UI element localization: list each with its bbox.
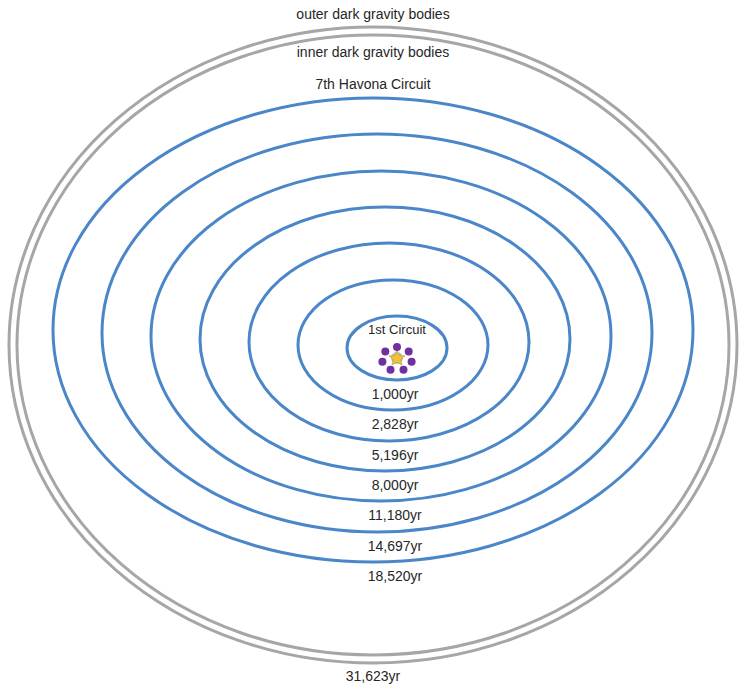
havona-circuit-ring: [298, 280, 488, 410]
period-label: 2,828yr: [372, 416, 419, 432]
havona-circuit-ring: [249, 243, 529, 441]
central-dot: [393, 343, 401, 351]
central-dot: [381, 348, 389, 356]
ring-label: outer dark gravity bodies: [296, 6, 449, 22]
period-label: 14,697yr: [368, 538, 422, 554]
period-label: 5,196yr: [372, 447, 419, 463]
central-isle: [378, 343, 415, 374]
ring-label: inner dark gravity bodies: [297, 44, 450, 60]
period-label: 31,623yr: [346, 668, 400, 684]
havona-circuit-ring: [102, 134, 652, 532]
central-dot: [400, 366, 408, 374]
havona-circuit-ring: [151, 171, 611, 501]
inner-dark-gravity-ring: [17, 35, 729, 655]
central-dot: [387, 366, 395, 374]
period-label: 18,520yr: [368, 568, 422, 584]
circuit-label: 1st Circuit: [368, 322, 426, 338]
period-label: 1,000yr: [372, 386, 419, 402]
havona-circuit-ring: [347, 316, 447, 380]
central-dot: [408, 358, 416, 366]
havona-circuit-ring: [53, 98, 693, 562]
central-dot: [378, 358, 386, 366]
period-label: 8,000yr: [372, 477, 419, 493]
circuit-label: 7th Havona Circuit: [315, 76, 430, 92]
period-label: 11,180yr: [368, 507, 421, 523]
havona-circuit-ring: [200, 207, 570, 471]
central-dot: [405, 348, 413, 356]
outer-dark-gravity-ring: [9, 27, 737, 663]
